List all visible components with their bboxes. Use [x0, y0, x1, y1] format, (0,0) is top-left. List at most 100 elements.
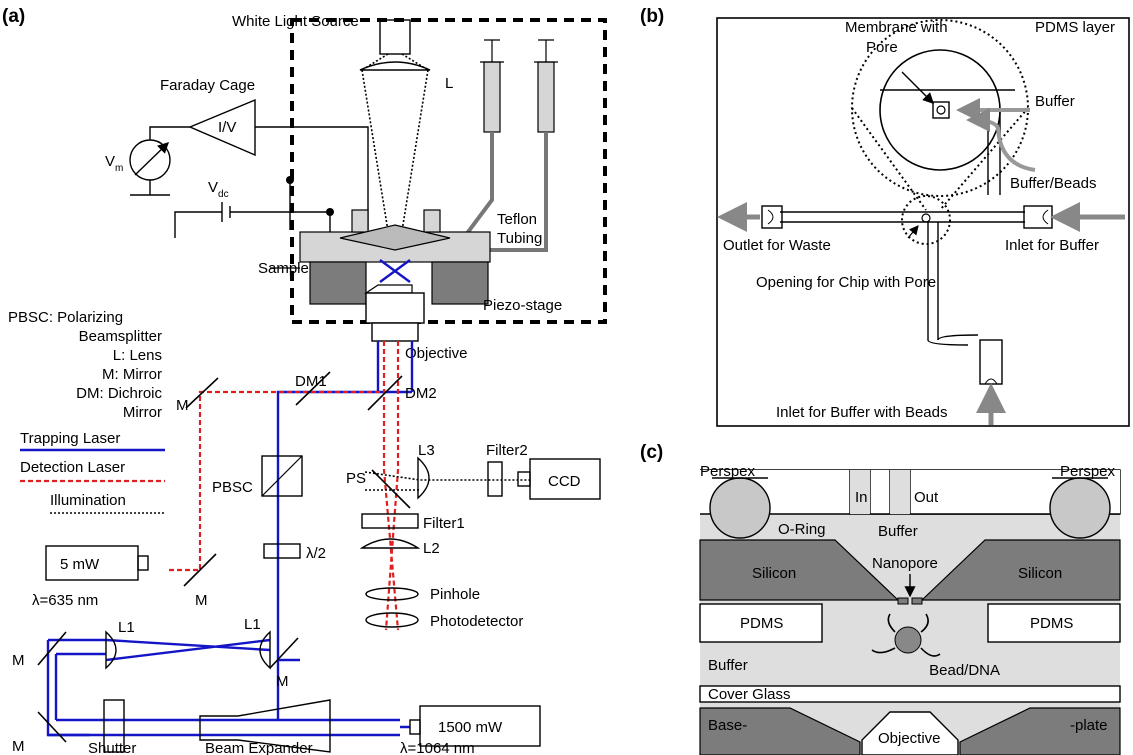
beam-expander — [199, 699, 331, 753]
panel-a: (a) White Light Source L Teflon Tubing F… — [2, 6, 607, 755]
lens-l3 — [417, 456, 430, 500]
pbsc-cube — [261, 455, 303, 497]
dm1-mirror — [295, 371, 331, 406]
pinhole — [365, 587, 419, 601]
dna-strands — [871, 613, 941, 657]
in-label: In — [855, 489, 868, 506]
baseplate-right — [959, 707, 1121, 755]
ccd-rays — [364, 471, 530, 491]
objective-body-a — [365, 292, 425, 324]
legend-2: Beamsplitter — [79, 328, 162, 345]
bead-dna-label: Bead/DNA — [929, 662, 1000, 679]
m-right-mirror — [269, 637, 299, 669]
baseplate-left — [699, 707, 861, 755]
pdms-left — [699, 603, 823, 643]
illumination-label: Illumination — [50, 492, 126, 509]
dm1-label: DM1 — [295, 373, 327, 390]
m-right-label: M — [276, 673, 289, 690]
filter1-label: Filter1 — [423, 515, 465, 532]
half-wave-plate — [263, 543, 301, 559]
faraday-cage-box — [290, 18, 607, 324]
white-light-source-box — [379, 19, 411, 55]
silicon-left-label: Silicon — [752, 565, 796, 582]
faraday-cage-label: Faraday Cage — [160, 77, 255, 94]
piezo-label: Piezo-stage — [483, 297, 562, 314]
outlet-waste-label: Outlet for Waste — [723, 237, 831, 254]
shutter-label: Shutter — [88, 740, 136, 755]
detection-laser-label: Detection Laser — [20, 459, 125, 476]
dm2-mirror — [367, 375, 403, 411]
white-light-source-label: White Light Source — [232, 13, 359, 30]
lens-L — [359, 61, 431, 71]
membrane-label-1: Membrane with — [845, 19, 948, 36]
l1-right-label: L1 — [244, 616, 261, 633]
chip-opening-circle — [901, 195, 951, 245]
vdc-label: Vdc — [208, 179, 229, 200]
teflon-label-2: Tubing — [497, 230, 542, 247]
detection-beam-return — [168, 390, 380, 572]
main-channel — [780, 211, 1025, 223]
lens-l1-left — [105, 630, 117, 670]
filter1 — [361, 513, 419, 529]
sample-holder — [299, 209, 491, 305]
objective-c — [861, 711, 959, 755]
pore-square — [932, 101, 950, 119]
ps-label: PS — [346, 470, 366, 487]
panel-b: (b) Membrane with Pore PDMS layer Buffer… — [640, 6, 1130, 427]
pinhole-label: Pinhole — [430, 586, 480, 603]
panel-b-tag: (b) — [640, 6, 664, 27]
filter2 — [487, 461, 503, 497]
cover-glass-label: Cover Glass — [708, 686, 791, 703]
beam-expander-label: Beam Expander — [205, 740, 313, 755]
legend-5: DM: Dichroic — [76, 385, 162, 402]
bead — [894, 626, 922, 654]
pdms-right — [987, 603, 1121, 643]
l3-label: L3 — [418, 442, 435, 459]
dm2-label: DM2 — [405, 385, 437, 402]
lens-l1-right — [259, 630, 271, 670]
m-upper-mirror — [185, 377, 219, 409]
ccd-label: CCD — [548, 473, 581, 490]
l2-label: L2 — [423, 540, 440, 557]
lens-L-label: L — [445, 75, 453, 92]
panel-c: (c) Perspex Perspex In Out O-Ring Buffer… — [640, 442, 1121, 755]
l1-left-label: L1 — [118, 619, 135, 636]
membrane-label-2: Pore — [866, 39, 898, 56]
oring-left — [709, 477, 771, 539]
buffer-top-label: Buffer — [878, 523, 918, 540]
teflon-label-1: Teflon — [497, 211, 537, 228]
half-wave-label: λ/2 — [306, 545, 326, 562]
detection-beam-down — [382, 341, 400, 631]
vm-wiring — [130, 126, 369, 230]
oring-label: O-Ring — [778, 521, 826, 538]
vm-label: Vm — [105, 153, 123, 174]
cover-glass — [699, 685, 1121, 703]
buffer-label-b: Buffer — [1035, 93, 1075, 110]
opening-chip-label: Opening for Chip with Pore — [756, 274, 936, 291]
ps-splitter — [371, 469, 411, 509]
silicon-right-label: Silicon — [1018, 565, 1062, 582]
trap-beam-upper — [276, 341, 414, 720]
plate-label: -plate — [1070, 717, 1108, 734]
ccd-box — [529, 458, 601, 500]
perspex-right-label: Perspex — [1060, 463, 1116, 480]
laser-1500mw-label: 1500 mW — [438, 719, 503, 736]
m-5mw-label: M — [195, 592, 208, 609]
pbsc-label: PBSC — [212, 479, 253, 496]
buffer-bottom-label: Buffer — [708, 657, 748, 674]
objective-c-label: Objective — [878, 730, 941, 747]
laser-5mw-label: 5 mW — [60, 556, 100, 573]
shutter — [103, 699, 125, 753]
photodetector-label: Photodetector — [430, 613, 523, 630]
iv-label: I/V — [218, 119, 236, 136]
out-label: Out — [914, 489, 939, 506]
oring-right — [1049, 477, 1111, 539]
panel-a-tag: (a) — [2, 6, 25, 27]
inlet-buffer-label: Inlet for Buffer — [1005, 237, 1099, 254]
m-left-top-label: M — [12, 652, 25, 669]
legend-6: Mirror — [123, 404, 162, 421]
legend-4: M: Mirror — [102, 366, 162, 383]
trap-beam-expander-line — [48, 652, 410, 737]
pdms-layer-label: PDMS layer — [1035, 19, 1115, 36]
